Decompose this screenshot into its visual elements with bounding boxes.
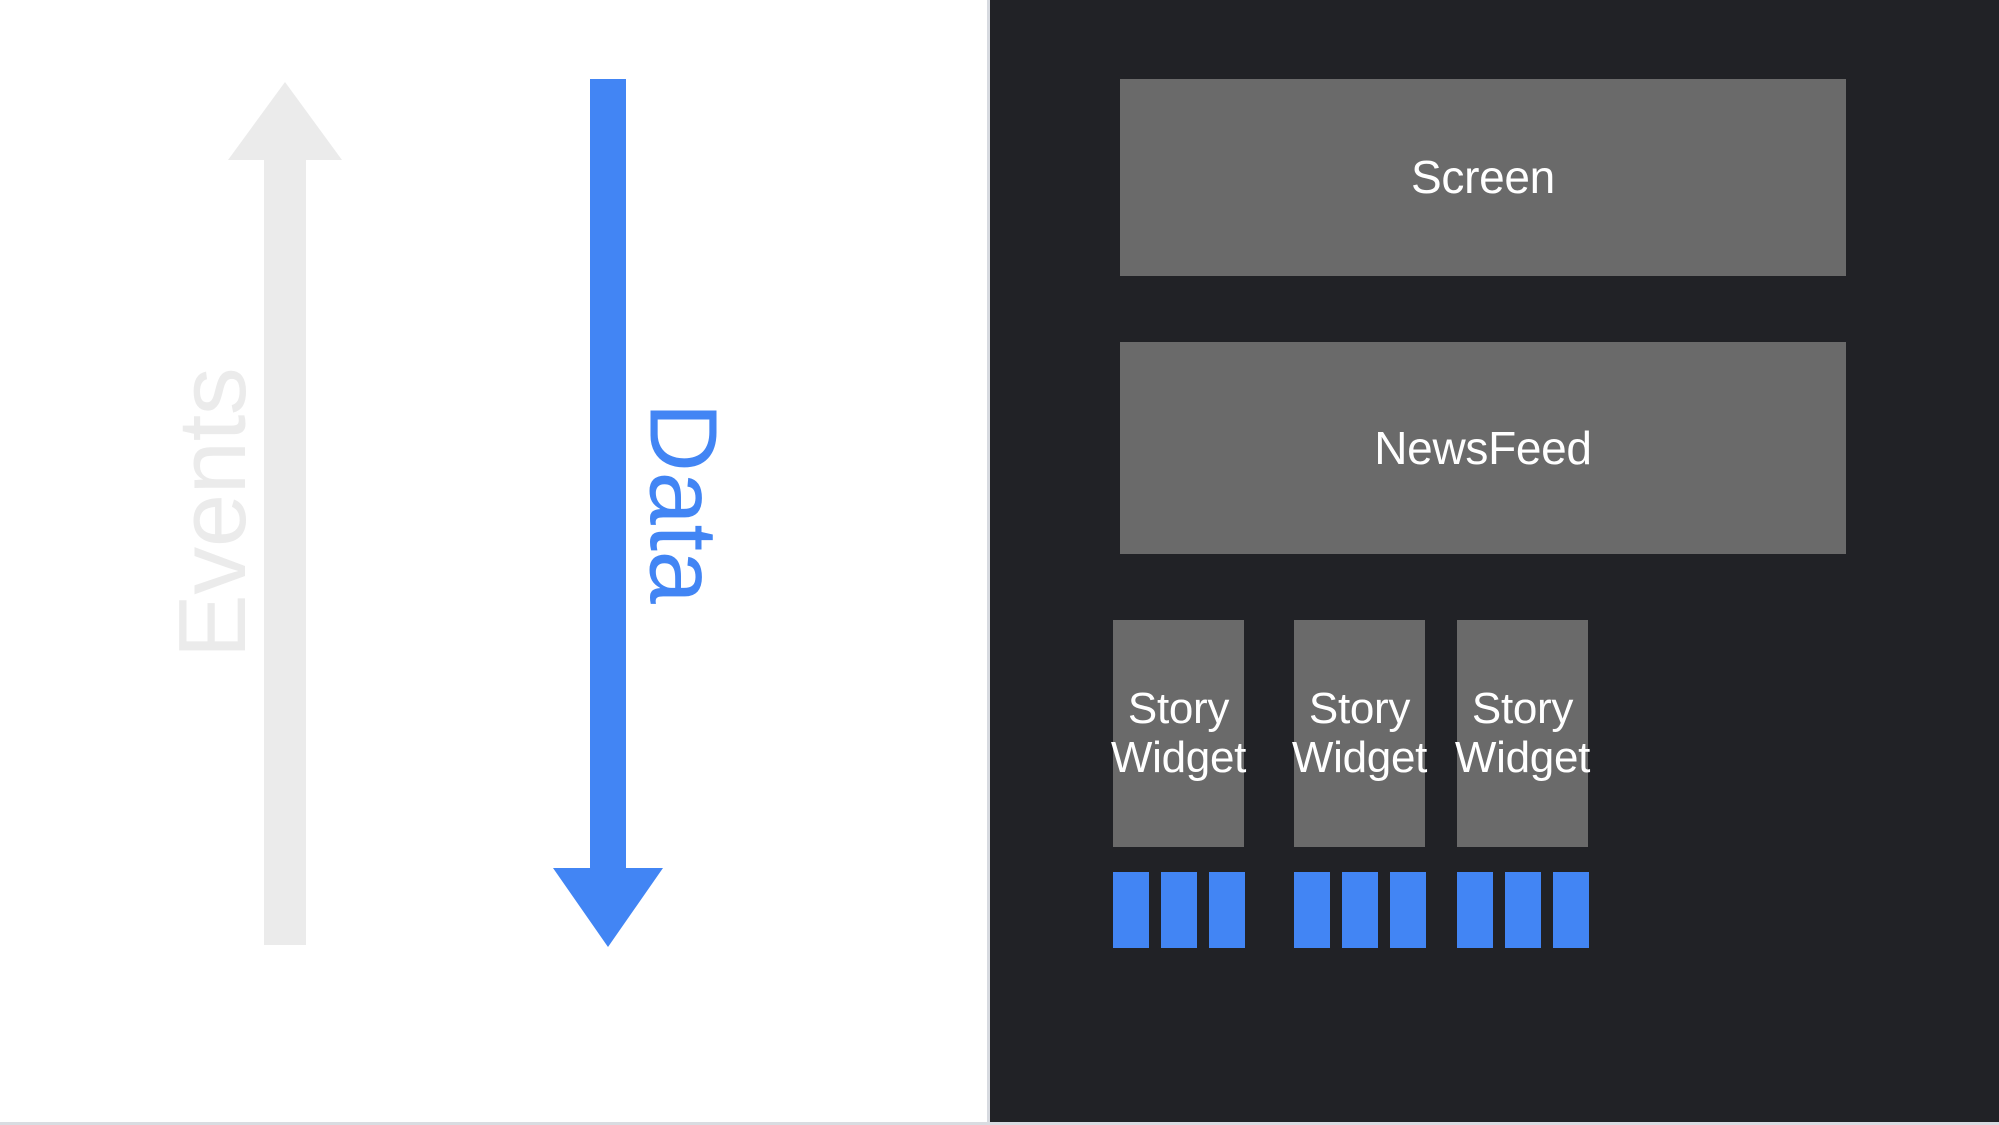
- story-widget-2-label: Story Widget: [1291, 684, 1428, 782]
- component-node-story-widget-1[interactable]: Story Widget: [1110, 620, 1247, 847]
- flow-direction-panel: Events Data: [0, 0, 990, 1122]
- leaf-node-2-3[interactable]: [1390, 872, 1426, 948]
- events-axis-label: Events: [159, 367, 267, 659]
- events-arrow-icon: [228, 82, 342, 945]
- data-flow-arrow-group: Data: [530, 0, 800, 1122]
- story-widget-2-line1: Story: [1308, 684, 1411, 734]
- component-node-newsfeed[interactable]: NewsFeed: [1120, 342, 1846, 554]
- story-widget-3-label: Story Widget: [1454, 684, 1591, 782]
- leaf-node-3-3[interactable]: [1553, 872, 1589, 948]
- component-node-story-widget-2[interactable]: Story Widget: [1291, 620, 1428, 847]
- story-widget-3-line1: Story: [1471, 684, 1574, 734]
- leaf-node-1-3[interactable]: [1209, 872, 1245, 948]
- story-widget-3-line2: Widget: [1454, 732, 1591, 782]
- component-node-screen[interactable]: Screen: [1120, 79, 1846, 276]
- events-flow-arrow-group: Events: [120, 0, 380, 1122]
- component-node-story-widget-3[interactable]: Story Widget: [1454, 620, 1591, 847]
- leaf-node-3-1[interactable]: [1457, 872, 1493, 948]
- leaf-node-1-1[interactable]: [1113, 872, 1149, 948]
- component-tree-panel: Screen NewsFeed Story Widget Story Widge…: [990, 0, 1999, 1122]
- story-widget-1-line1: Story: [1127, 684, 1230, 734]
- data-arrow-icon: [553, 79, 663, 947]
- leaf-node-1-2[interactable]: [1161, 872, 1197, 948]
- story-widget-2-line2: Widget: [1291, 732, 1428, 782]
- story-widget-1-label: Story Widget: [1110, 684, 1247, 782]
- story-widget-1-line2: Widget: [1110, 732, 1247, 782]
- leaf-node-2-1[interactable]: [1294, 872, 1330, 948]
- leaf-node-2-2[interactable]: [1342, 872, 1378, 948]
- data-axis-label: Data: [629, 402, 737, 604]
- leaf-node-3-2[interactable]: [1505, 872, 1541, 948]
